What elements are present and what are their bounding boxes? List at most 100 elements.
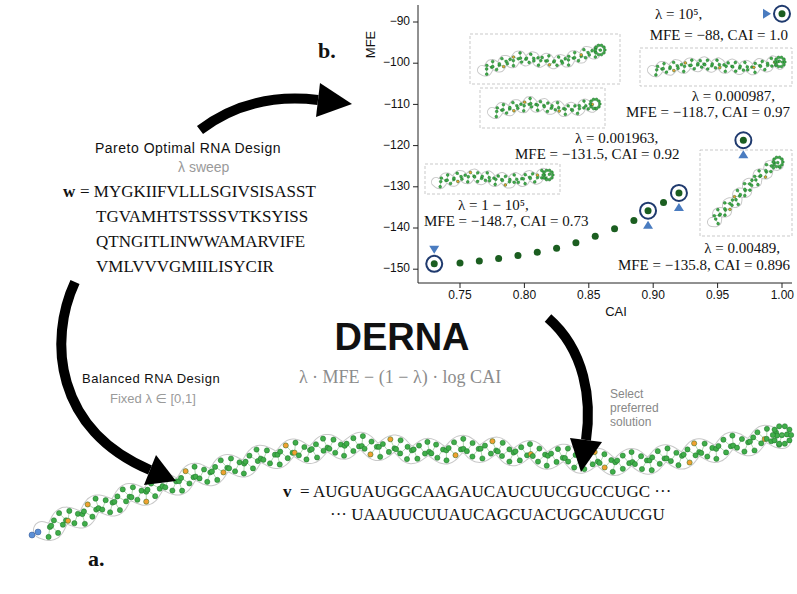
nucleotide (655, 449, 660, 454)
nucleotide (754, 71, 757, 74)
loop-nucleotide (545, 169, 548, 172)
nucleotide (537, 64, 540, 67)
nucleotide (511, 101, 514, 104)
nucleotide (296, 453, 301, 458)
nucleotide (285, 456, 290, 461)
nucleotide (368, 452, 373, 457)
nucleotide (90, 514, 95, 519)
nucleotide (529, 177, 532, 180)
nucleotide (716, 443, 721, 448)
pointer-triangle (429, 246, 439, 254)
nucleotide (764, 176, 767, 179)
tick-label: −100 (383, 56, 410, 70)
nucleotide (672, 69, 675, 72)
nucleotide (718, 63, 721, 66)
nucleotide (610, 469, 615, 474)
nucleotide (519, 57, 522, 60)
nucleotide (700, 66, 703, 69)
data-point (660, 199, 667, 206)
loop-nucleotide (542, 174, 545, 177)
loop-nucleotide (781, 158, 784, 161)
nucleotide (473, 175, 476, 178)
tick-label: 0.85 (577, 289, 600, 303)
data-point (534, 249, 541, 256)
mode-note: λ sweep (178, 159, 229, 175)
nucleotide (529, 53, 532, 56)
nucleotide (476, 171, 479, 174)
loop-nucleotide (787, 438, 792, 443)
nucleotide (754, 62, 757, 65)
nucleotide (739, 436, 744, 441)
nucleotide (212, 464, 217, 469)
loop-nucleotide (595, 107, 598, 110)
nucleotide (508, 106, 511, 109)
mode-note: Fixed λ ∈ [0,1] (110, 392, 196, 407)
nucleotide (183, 469, 188, 474)
nucleotide (719, 213, 722, 216)
inset-frame (470, 34, 620, 84)
nucleotide (344, 441, 349, 446)
loop-nucleotide (780, 65, 783, 68)
nucleotide (530, 106, 533, 109)
nucleotide (227, 466, 232, 471)
nucleotide (139, 488, 144, 493)
nucleotide (65, 518, 70, 523)
nucleotide (532, 60, 535, 63)
loop-nucleotide (787, 427, 792, 432)
protein-sequence: VMLVVVGMIILISYCIR (96, 257, 274, 277)
nucleotide (725, 65, 728, 68)
nucleotide (488, 179, 491, 182)
loop-nucleotide (774, 61, 777, 64)
nucleotide (103, 498, 108, 503)
nucleotide (439, 180, 442, 183)
nucleotide (727, 62, 730, 65)
nucleotide (724, 450, 729, 455)
tick-mark (413, 145, 418, 146)
nucleotide (649, 468, 654, 473)
nucleotide (163, 485, 168, 490)
pointer-triangle (738, 150, 748, 158)
nucleotide (551, 104, 554, 107)
nucleotide (668, 458, 673, 463)
nucleotide (267, 461, 272, 466)
nucleotide (49, 523, 54, 528)
nucleotide (509, 58, 512, 61)
nucleotide (55, 530, 60, 535)
loop-nucleotide (783, 58, 786, 61)
nucleotide (519, 445, 524, 450)
structure-ground (652, 60, 780, 72)
nucleotide (517, 458, 522, 463)
nucleotide (602, 465, 607, 470)
nucleotide (716, 208, 719, 211)
structure-outline (482, 49, 600, 71)
nucleotide (676, 463, 681, 468)
nucleotide (485, 64, 488, 67)
nucleotide (724, 214, 727, 217)
nucleotide (582, 48, 585, 51)
data-point (779, 10, 786, 17)
nucleotide (215, 477, 220, 482)
nucleotide (513, 181, 516, 184)
nucleotide (250, 466, 255, 471)
axis-title: CAI (605, 305, 627, 320)
nucleotide (757, 183, 760, 186)
nucleotide (638, 454, 643, 459)
nucleotide (718, 214, 721, 217)
nucleotide (439, 185, 442, 188)
nucleotide (451, 440, 456, 445)
nucleotide (486, 171, 489, 174)
nucleotide (758, 175, 761, 178)
nucleotide (574, 104, 577, 107)
nucleotide (500, 57, 503, 60)
nucleotide (277, 462, 282, 467)
nucleotide (56, 511, 61, 516)
nucleotide (129, 495, 134, 500)
nucleotide (360, 433, 365, 438)
nucleotide (261, 457, 266, 462)
nucleotide (750, 184, 753, 187)
nucleotide (228, 456, 233, 461)
nucleotide (405, 444, 410, 449)
nucleotide (320, 436, 325, 441)
nucleotide (776, 161, 779, 164)
nucleotide (759, 65, 762, 68)
